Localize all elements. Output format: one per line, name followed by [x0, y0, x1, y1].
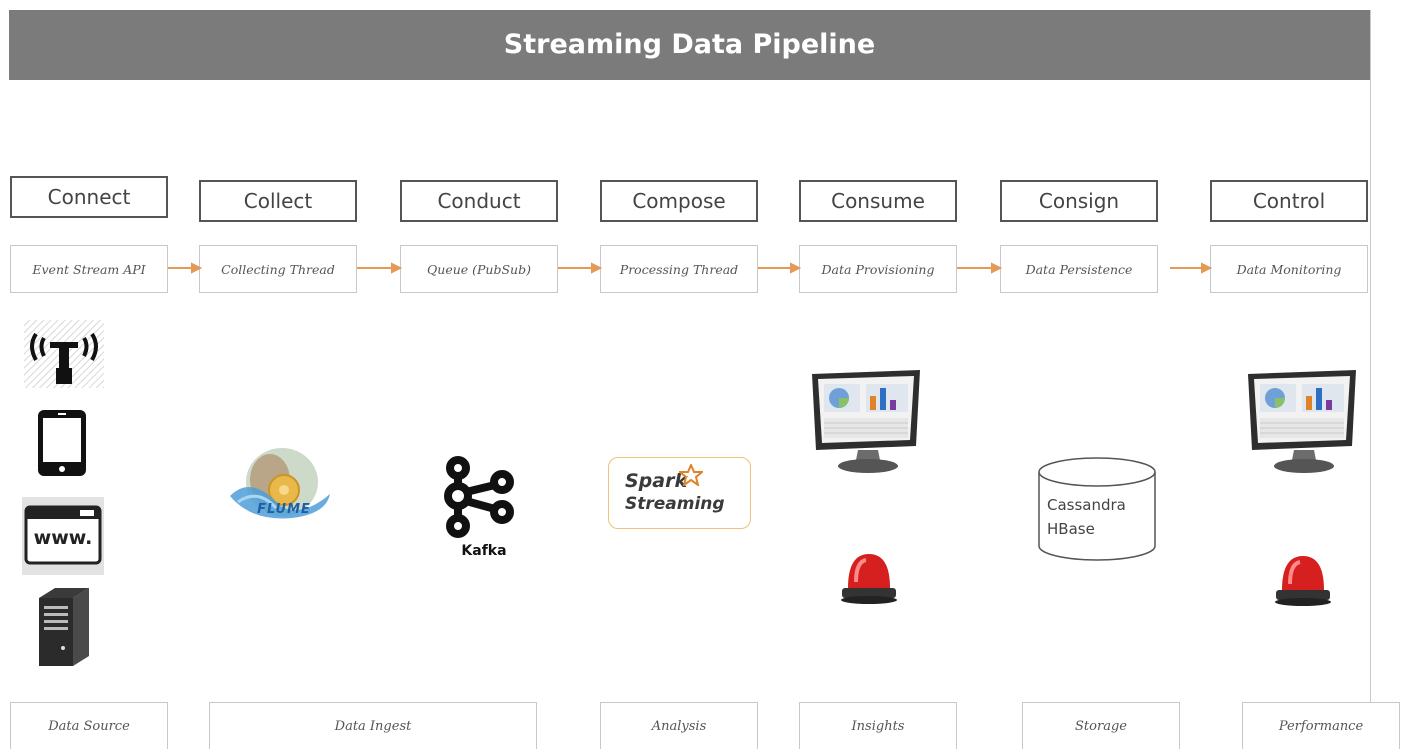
stage-consume: Consume [799, 180, 957, 222]
alarm-light-icon [841, 554, 897, 604]
arrow-5-head [991, 262, 1003, 274]
sub-processing-thread: Processing Thread [600, 245, 758, 293]
db-label-hbase: HBase [1047, 520, 1095, 538]
page-title: Streaming Data Pipeline [503, 29, 876, 60]
category-data-ingest: Data Ingest [209, 702, 537, 749]
flow-arrows [168, 262, 1213, 274]
sub-data-persistence: Data Persistence [1000, 245, 1158, 293]
title-bar [9, 10, 1370, 80]
alert-light-icon [1275, 556, 1331, 606]
monitoring-monitor-icon [1248, 370, 1356, 473]
streaming-text: Streaming [625, 494, 725, 514]
browser-frame [22, 497, 104, 575]
category-storage: Storage [1022, 702, 1180, 749]
stage-control: Control [1210, 180, 1368, 222]
stage-consign: Consign [1000, 180, 1158, 222]
stage-conduct: Conduct [400, 180, 558, 222]
www-label: www. [33, 527, 93, 549]
kafka-label: Kafka [461, 543, 507, 559]
db-label-cassandra: Cassandra [1047, 496, 1126, 514]
arrow-6-head [1201, 262, 1213, 274]
flume-text: FLUME [257, 502, 311, 517]
sub-data-provisioning: Data Provisioning [799, 245, 957, 293]
stage-compose: Compose [600, 180, 758, 222]
spark-streaming-logo: Spark Streaming [608, 457, 751, 529]
stage-connect: Connect [10, 176, 168, 218]
kafka-logo-icon [444, 456, 514, 538]
sub-event-stream-api: Event Stream API [10, 245, 168, 293]
sub-data-monitoring: Data Monitoring [1210, 245, 1368, 293]
database-icon [1038, 457, 1156, 561]
frame-edge [1370, 10, 1371, 749]
category-performance: Performance [1242, 702, 1400, 749]
browser-icon: www. [22, 497, 104, 575]
arrow-4-head [790, 262, 802, 274]
spark-star-icon [679, 464, 703, 486]
flume-graphic [230, 448, 330, 519]
spark-text: Spark [625, 470, 688, 492]
arrow-3-head [591, 262, 603, 274]
dashboard-monitor-icon [812, 370, 920, 473]
category-analysis: Analysis [600, 702, 758, 749]
tablet-icon [38, 410, 86, 476]
stage-collect: Collect [199, 180, 357, 222]
arrow-2-head [391, 262, 403, 274]
database-cylinder: Cassandra HBase [1037, 456, 1157, 562]
server-icon [39, 588, 89, 666]
sub-queue: Queue (PubSub) [400, 245, 558, 293]
antenna-icon [24, 320, 104, 388]
category-data-source: Data Source [10, 702, 168, 749]
sub-collecting-thread: Collecting Thread [199, 245, 357, 293]
category-insights: Insights [799, 702, 957, 749]
arrow-1-head [191, 262, 203, 274]
flume-logo: FLUME [222, 444, 337, 524]
